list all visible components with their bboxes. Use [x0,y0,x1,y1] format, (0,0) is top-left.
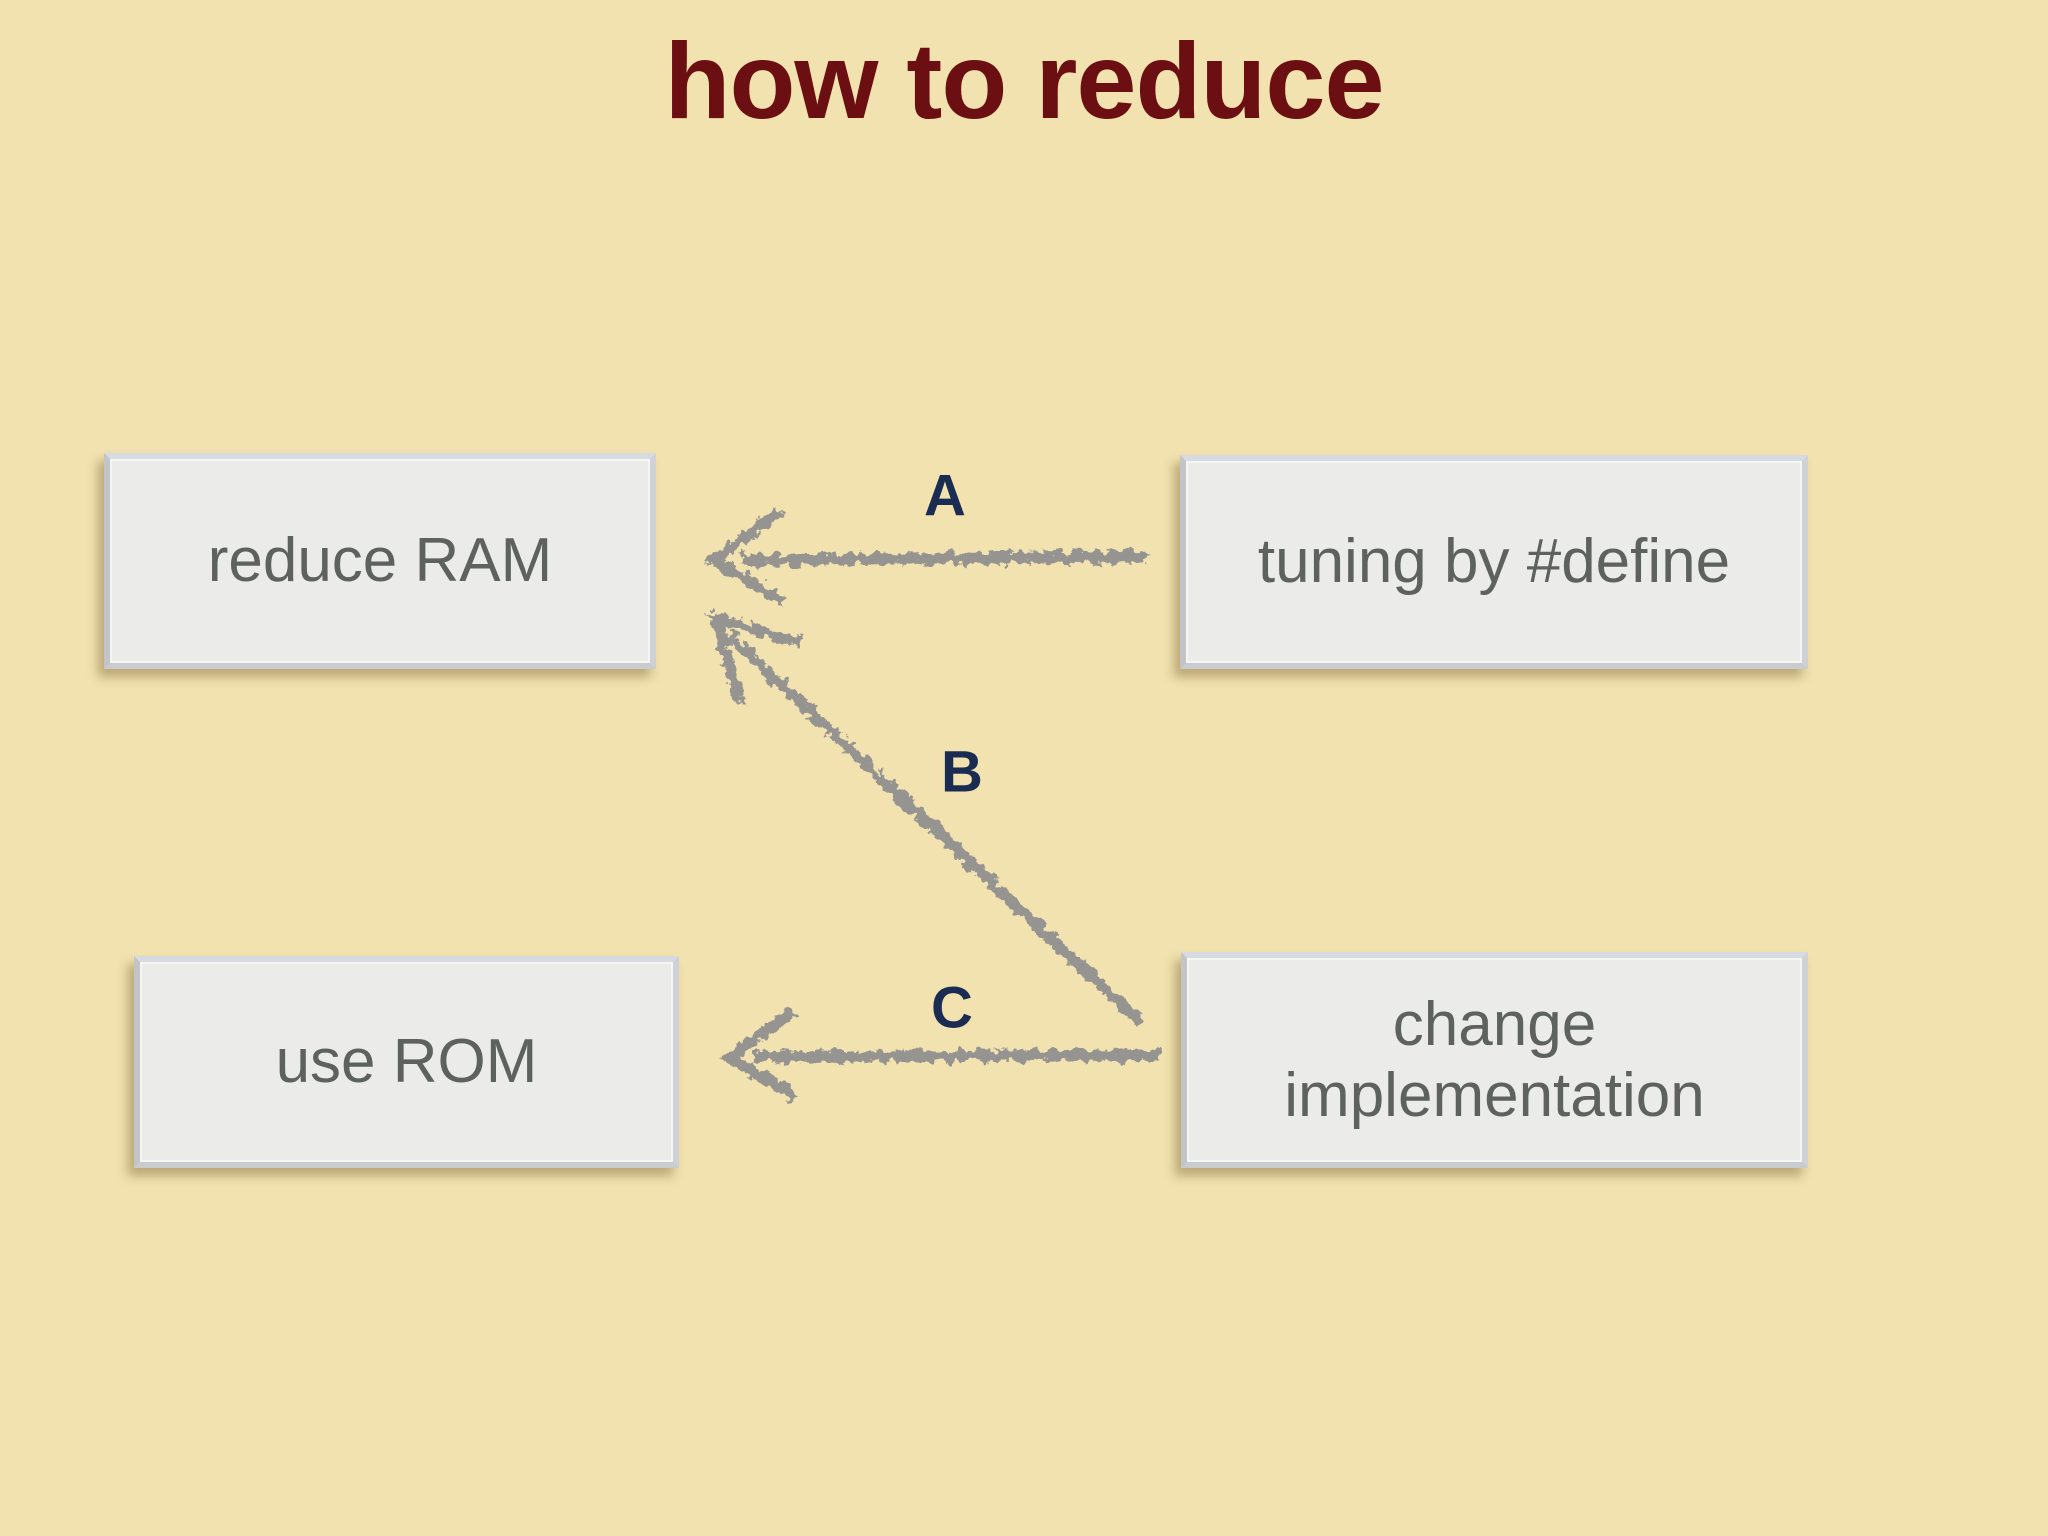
arrow-b-head-icon [708,611,803,705]
node-reduce-ram-label: reduce RAM [207,526,553,596]
arrow-a-head-icon [704,507,787,608]
arrow-label-b: B [941,739,983,805]
node-change-implementation-label: change implementation [1284,989,1705,1130]
arrow-a-shaft [739,551,1148,566]
arrow-b [708,611,1144,1027]
arrow-c-shaft [751,1049,1161,1063]
node-tuning-by-define-label: tuning by #define [1257,527,1731,597]
node-tuning-by-define: tuning by #define [1180,455,1808,669]
arrow-c-head-icon [720,1006,801,1103]
node-use-rom: use ROM [134,956,679,1168]
slide-title: how to reduce [664,20,1384,141]
arrow-label-c: C [931,975,973,1041]
node-change-implementation: change implementation [1181,952,1808,1168]
arrow-b-shaft [723,629,1144,1027]
arrow-label-a: A [924,463,966,529]
node-reduce-ram: reduce RAM [104,453,656,669]
node-use-rom-label: use ROM [275,1027,538,1097]
